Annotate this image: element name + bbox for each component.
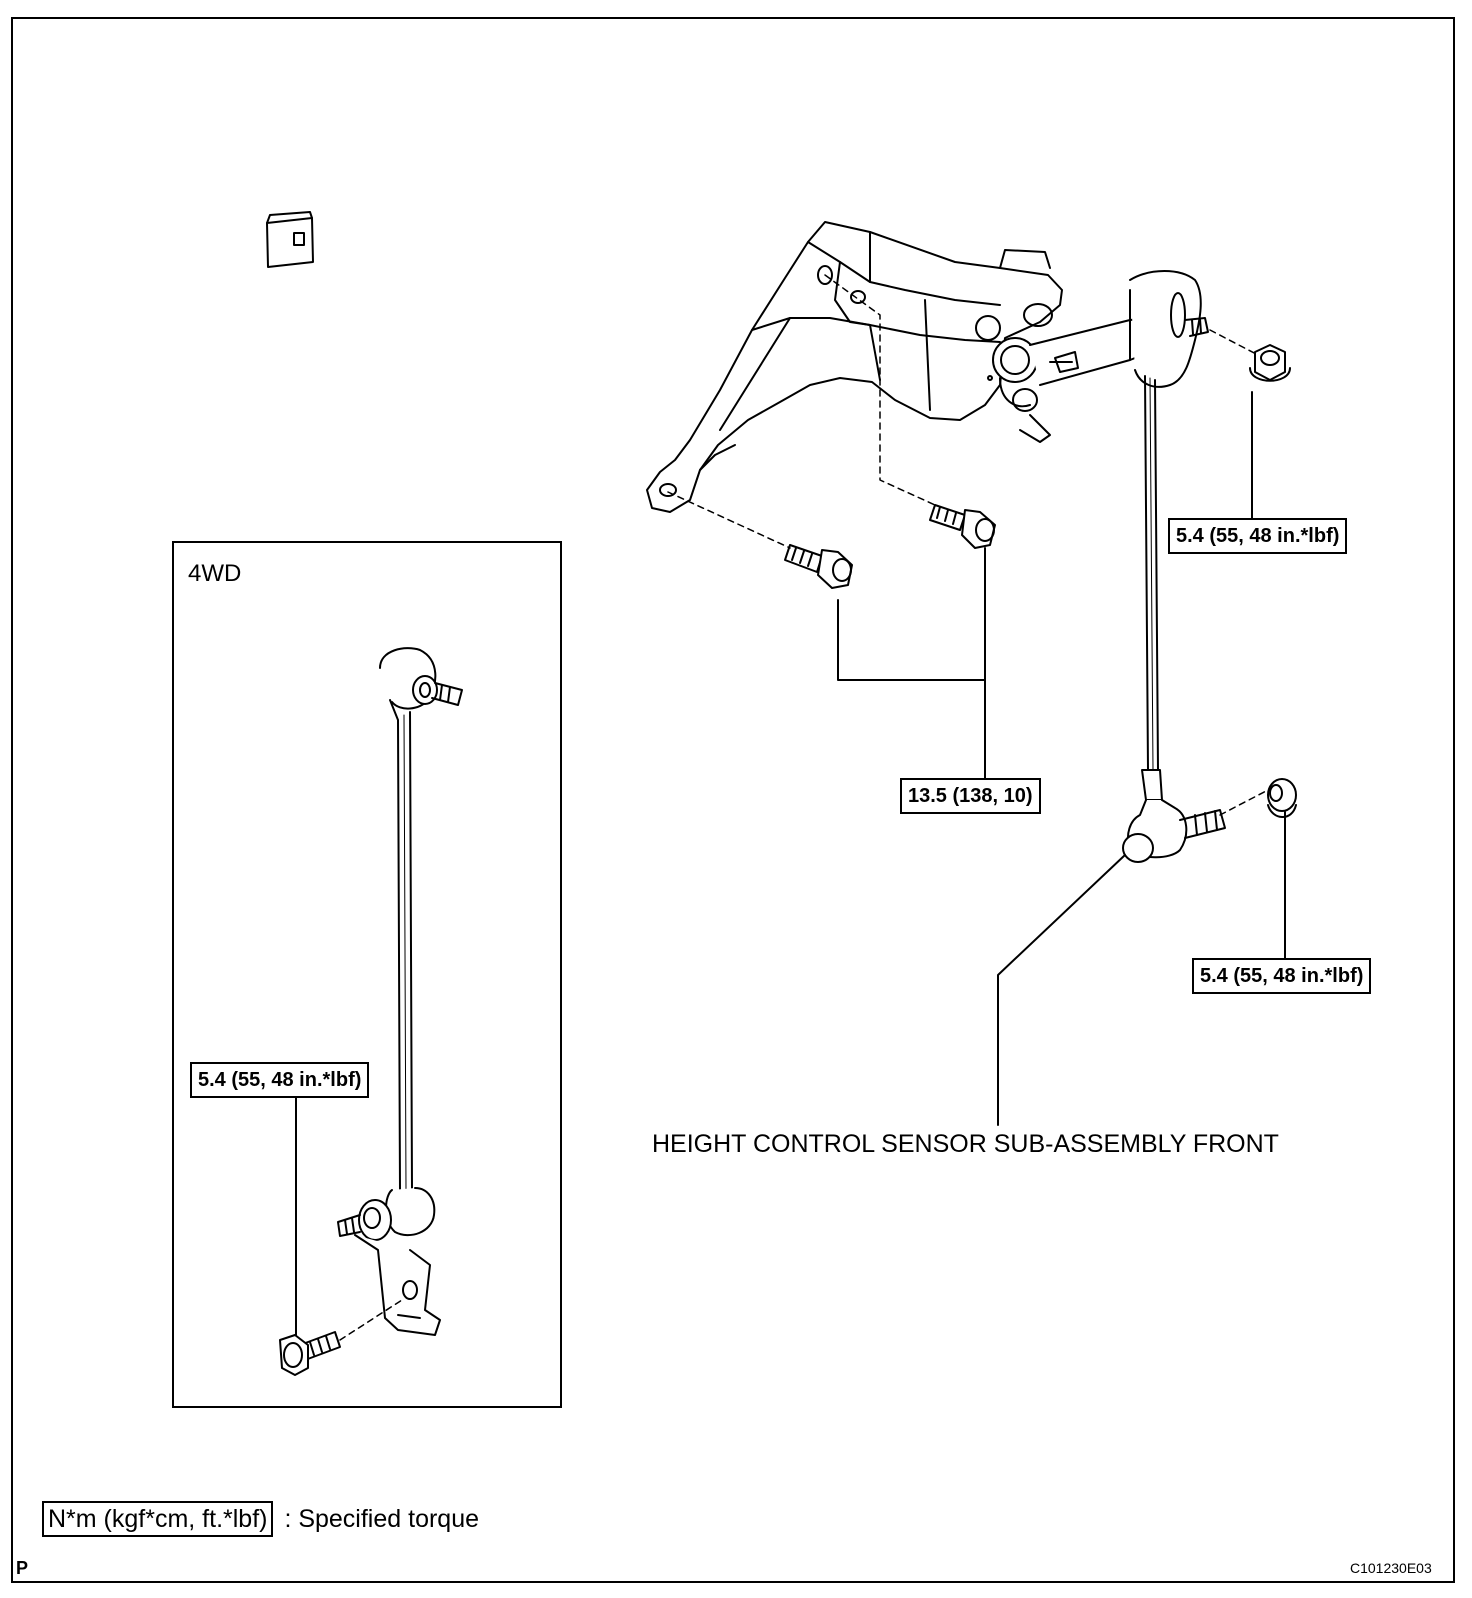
legend-description: : Specified torque bbox=[284, 1505, 480, 1533]
inset-bolt bbox=[279, 1331, 341, 1376]
torque-callout-upper-nut: 5.4 (55, 48 in.*lbf) bbox=[1168, 518, 1348, 554]
bracket-bolt-upper bbox=[929, 504, 996, 549]
leader-lines bbox=[837, 391, 1286, 1126]
sensor-connector bbox=[266, 211, 1051, 269]
inset-4wd-panel bbox=[172, 541, 562, 1408]
legend-unit-box: N*m (kgf*cm, ft.*lbf) bbox=[42, 1501, 274, 1537]
inset-label: 4WD bbox=[188, 560, 242, 587]
bracket-bolt-lower bbox=[784, 544, 853, 589]
sensor-body bbox=[975, 303, 1053, 443]
footer-left-mark: P bbox=[16, 1558, 29, 1578]
lower-nut bbox=[1267, 778, 1297, 818]
inset-link-assembly bbox=[337, 647, 463, 1336]
sensor-bracket bbox=[646, 221, 1063, 513]
alignment-lines bbox=[667, 274, 1269, 816]
torque-callout-inset-bolt: 5.4 (55, 48 in.*lbf) bbox=[190, 1062, 370, 1098]
upper-nut bbox=[1249, 344, 1291, 382]
inset-alignment bbox=[295, 1096, 403, 1341]
torque-callout-lower-nut: 5.4 (55, 48 in.*lbf) bbox=[1192, 958, 1372, 994]
link-rod bbox=[1122, 270, 1226, 863]
torque-callout-bracket-bolts: 13.5 (138, 10) bbox=[900, 778, 1041, 814]
diagram-frame bbox=[11, 17, 1455, 1583]
torque-legend: N*m (kgf*cm, ft.*lbf) : Specified torque bbox=[42, 1501, 480, 1537]
sensor-arm bbox=[1029, 317, 1151, 386]
figure-code: C101230E03 bbox=[1350, 1560, 1432, 1576]
part-name-label: HEIGHT CONTROL SENSOR SUB-ASSEMBLY FRONT bbox=[652, 1130, 1279, 1158]
